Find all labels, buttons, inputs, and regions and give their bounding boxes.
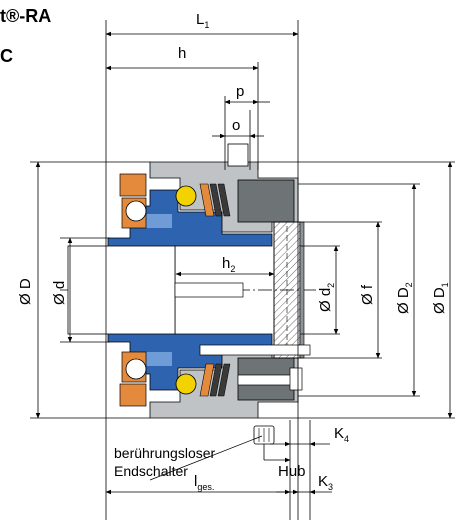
title-line-2: C: [0, 46, 13, 66]
bearing-ball-bottom: [125, 358, 147, 380]
title-line-1: t®-RA: [0, 6, 51, 26]
dim-lges-label: lges.: [194, 473, 214, 492]
bolt-bottom: [199, 344, 311, 356]
dimension-lines: [30, 20, 455, 520]
dim-d-label: Ø d: [51, 281, 68, 305]
proximity-sensor: [253, 425, 275, 460]
bearing-race-bottom-1: [119, 383, 147, 407]
disc-springs-top: [199, 183, 231, 217]
keyway: [174, 282, 244, 298]
top-slot: [227, 143, 249, 167]
dim-h-label: h: [178, 45, 186, 62]
dim-D-label: Ø D: [17, 278, 34, 305]
dim-L1-label: L1: [196, 11, 209, 30]
dim-K4-label: K4: [334, 425, 349, 444]
sensor-label-line-1: berührungsloser: [114, 445, 216, 461]
bearing-race-top-1: [119, 173, 147, 197]
disc-springs-bottom: [199, 363, 231, 397]
bore: [67, 245, 176, 335]
dim-p-label: p: [236, 83, 244, 100]
dim-D2-label: Ø D2: [395, 282, 414, 314]
dim-o-label: o: [232, 117, 240, 134]
sensor-label-line-2: Endschalter: [114, 463, 188, 479]
dim-hub-label: Hub: [278, 463, 306, 480]
dim-D1-label: Ø D1: [431, 282, 450, 314]
dim-f-label: Ø f: [359, 284, 376, 305]
bearing-ball-top: [125, 200, 147, 222]
cross-section: [60, 143, 318, 419]
piston-top: [237, 179, 295, 223]
dim-K3-label: K3: [318, 473, 333, 492]
bearing-ball-bottom-2: [175, 373, 197, 395]
bearing-ball-top-2: [175, 185, 197, 207]
dim-h2-label: h2: [222, 255, 235, 274]
dim-d2-label: Ø d2: [317, 283, 336, 312]
